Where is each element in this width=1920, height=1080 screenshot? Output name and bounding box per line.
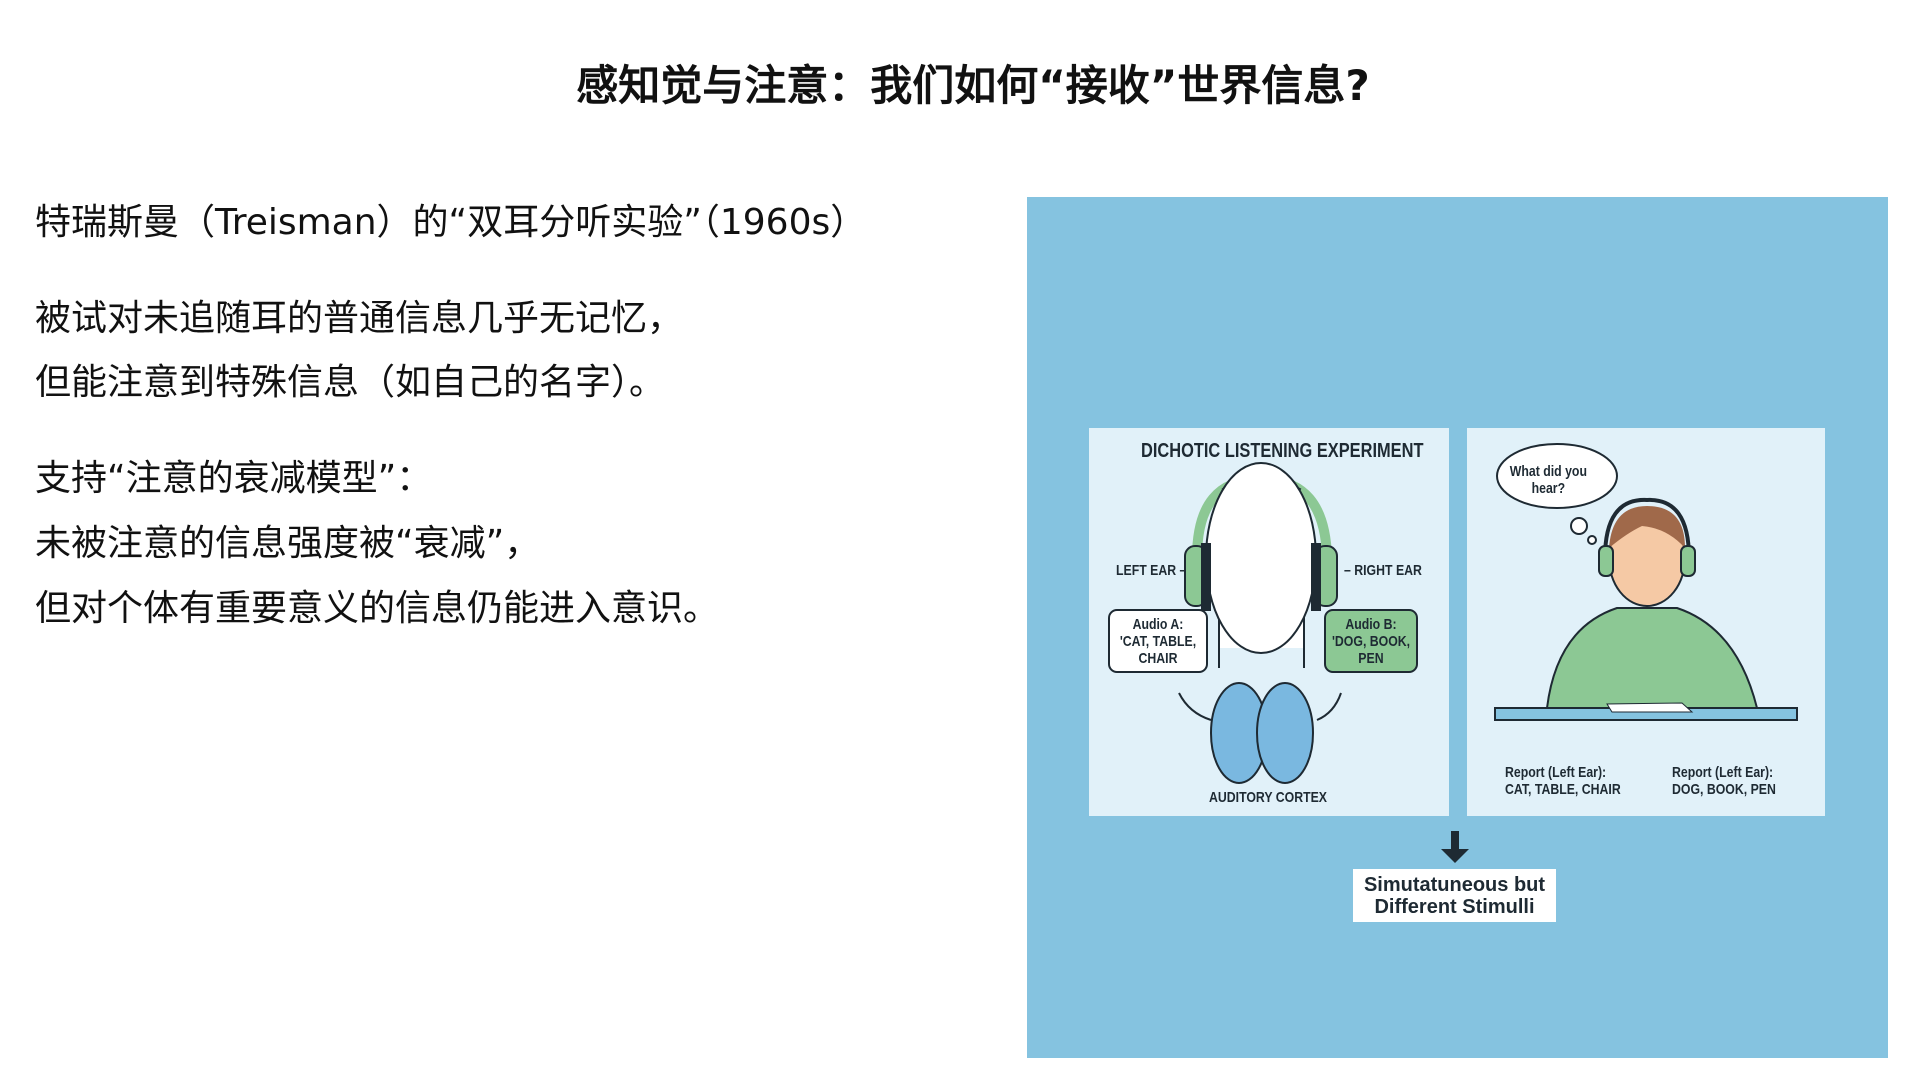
right-ear-label: – RIGHT EAR bbox=[1344, 562, 1422, 579]
audio-a-line: 'CAT, TABLE, bbox=[1119, 633, 1197, 650]
dichotic-title: DICHOTIC LISTENING EXPERIMENT bbox=[1141, 440, 1424, 462]
experiment-heading: 特瑞斯曼（Treisman）的“双耳分听实验”（1960s） bbox=[35, 202, 867, 243]
audio-b-line: 'DOG, BOOK, bbox=[1332, 633, 1411, 650]
auditory-cortex-label: AUDITORY CORTEX bbox=[1209, 789, 1328, 806]
arrow-down-icon bbox=[1441, 831, 1469, 863]
audio-b-line: PEN bbox=[1358, 650, 1384, 667]
result-box: Simutatuneous but Different Stimulli bbox=[1353, 869, 1556, 922]
report-right-line: Report (Left Ear): bbox=[1672, 764, 1774, 781]
support-line-3: 但对个体有重要意义的信息仍能进入意识。 bbox=[35, 588, 720, 629]
thought-bubble: What did you hear? bbox=[1509, 463, 1588, 497]
thought-line: What did you bbox=[1509, 463, 1587, 480]
report-right: Report (Left Ear): DOG, BOOK, PEN bbox=[1672, 764, 1776, 798]
participant-panel: What did you hear? Report (Left Ear): CA… bbox=[1467, 428, 1825, 816]
thought-line: hear? bbox=[1531, 480, 1566, 497]
result-line: Simutatuneous but bbox=[1363, 874, 1546, 896]
finding-line-2: 但能注意到特殊信息（如自己的名字）。 bbox=[35, 362, 666, 403]
report-left-line: CAT, TABLE, CHAIR bbox=[1505, 781, 1621, 798]
page-title: 感知觉与注意：我们如何“接收”世界信息? bbox=[576, 61, 1370, 110]
audio-a-bubble: Audio A: 'CAT, TABLE, CHAIR bbox=[1117, 616, 1199, 667]
dichotic-panel: DICHOTIC LISTENING EXPERIMENT LEFT EAR –… bbox=[1089, 428, 1449, 816]
person-writing-icon bbox=[1494, 443, 1798, 721]
report-left-line: Report (Left Ear): bbox=[1505, 764, 1607, 781]
audio-a-line: Audio A: bbox=[1132, 616, 1184, 633]
audio-a-line: CHAIR bbox=[1138, 650, 1178, 667]
head-headphones-brain-icon bbox=[1108, 462, 1418, 784]
left-ear-label: LEFT EAR – bbox=[1116, 562, 1187, 579]
report-left: Report (Left Ear): CAT, TABLE, CHAIR bbox=[1505, 764, 1621, 798]
experiment-illustration: DICHOTIC LISTENING EXPERIMENT LEFT EAR –… bbox=[1027, 197, 1888, 1058]
support-line-2: 未被注意的信息强度被“衰减”， bbox=[35, 523, 541, 564]
support-line-1: 支持“注意的衰减模型”： bbox=[35, 458, 433, 499]
report-right-line: DOG, BOOK, PEN bbox=[1672, 781, 1776, 798]
result-line: Different Stimulli bbox=[1374, 896, 1535, 918]
finding-line-1: 被试对未追随耳的普通信息几乎无记忆， bbox=[35, 298, 684, 339]
audio-b-line: Audio B: bbox=[1345, 616, 1397, 633]
audio-b-bubble: Audio B: 'DOG, BOOK, PEN bbox=[1332, 616, 1410, 667]
